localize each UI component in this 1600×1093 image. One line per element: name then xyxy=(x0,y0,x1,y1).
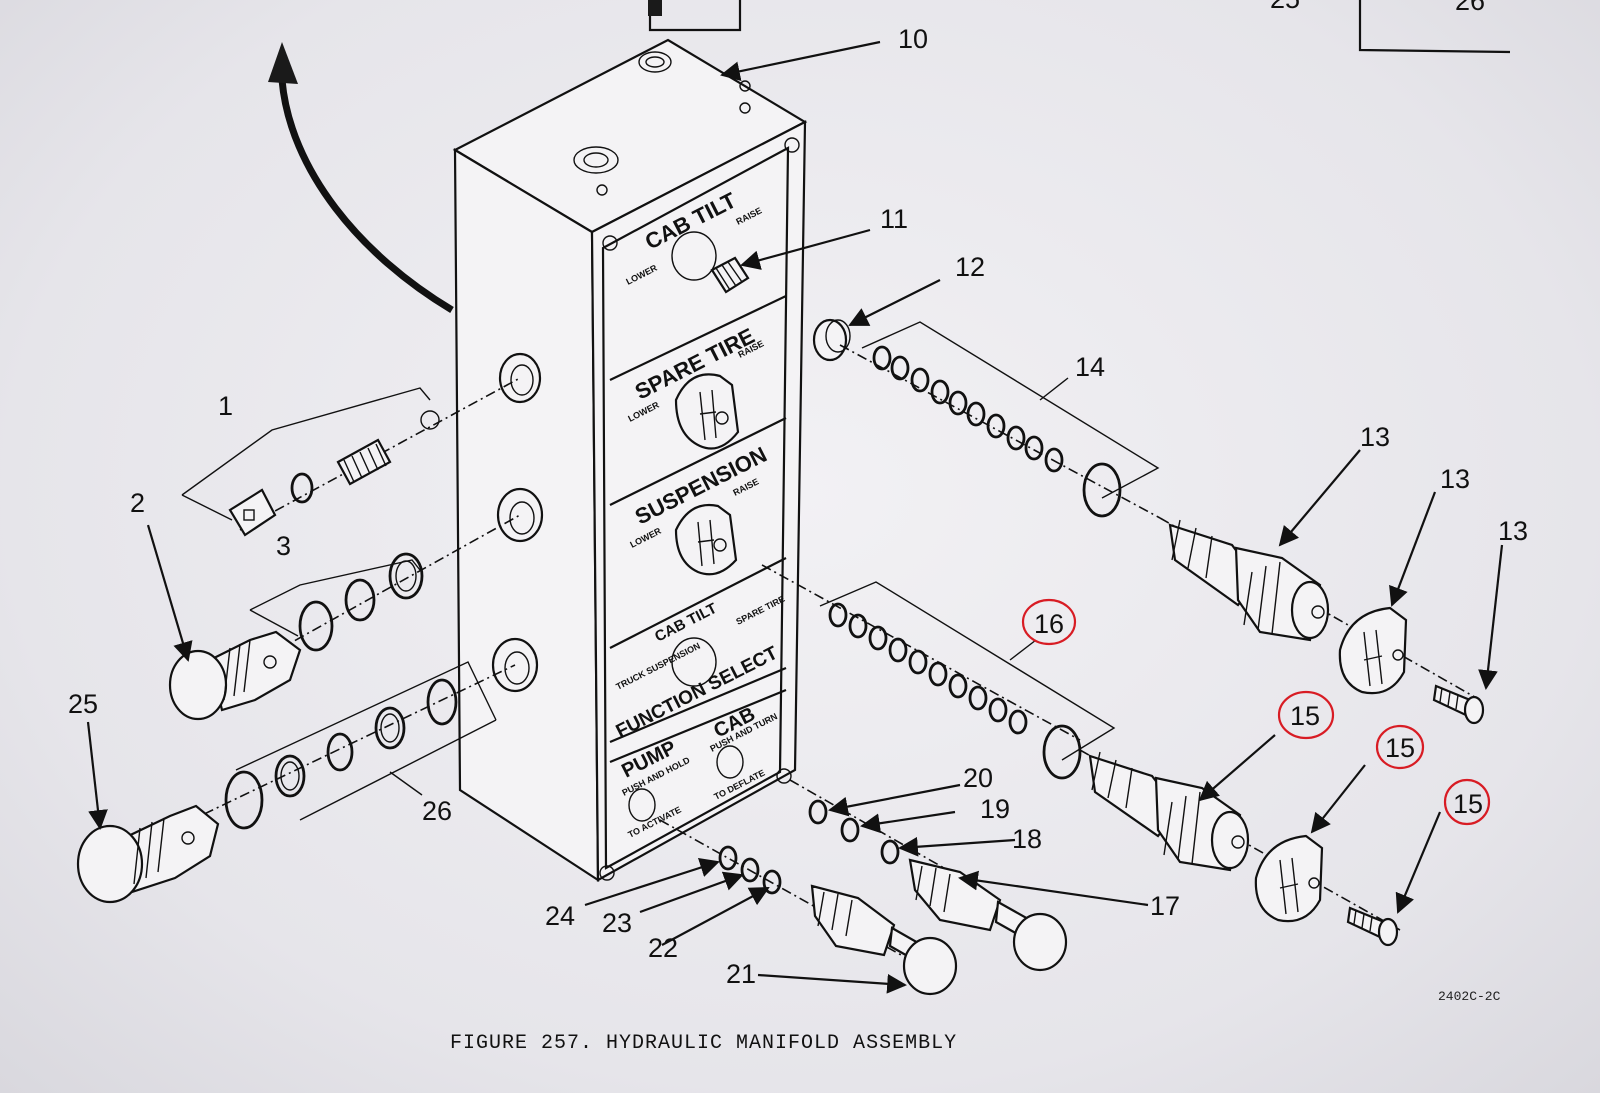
suspension-knob xyxy=(674,503,738,576)
callout-22: 22 xyxy=(648,933,678,963)
callout-13-c: 13 xyxy=(1498,516,1528,546)
callout-23: 23 xyxy=(602,908,632,938)
item-11-fitting xyxy=(710,256,750,294)
item-15-knob xyxy=(1254,834,1324,923)
callout-25-top: 25 xyxy=(1270,0,1300,14)
callout-16: 16 xyxy=(1034,609,1064,639)
callout-19: 19 xyxy=(980,794,1010,824)
red-highlight-circles xyxy=(1021,598,1491,826)
callout-26: 26 xyxy=(422,796,452,826)
callout-14: 14 xyxy=(1075,352,1105,382)
item-14-seal-kit xyxy=(839,321,1161,519)
callout-20: 20 xyxy=(963,763,993,793)
callout-numbers: 10 11 12 14 13 13 13 16 15 15 15 20 19 1… xyxy=(68,24,1528,989)
cab-button-hole xyxy=(716,745,744,779)
callout-2: 2 xyxy=(130,488,145,518)
spare-tire-knob xyxy=(674,373,740,450)
leader-lines xyxy=(86,40,1504,994)
callout-21: 21 xyxy=(726,959,756,989)
callout-12: 12 xyxy=(955,252,985,282)
callout-17: 17 xyxy=(1150,891,1180,921)
drawing-number: 2402C-2C xyxy=(1438,989,1501,1004)
callout-24: 24 xyxy=(545,901,575,931)
callout-3: 3 xyxy=(276,531,291,561)
cab-tilt-knob-hole xyxy=(671,231,717,281)
item-12-plug xyxy=(812,318,851,362)
highlight-callout-15-c xyxy=(1443,778,1491,826)
item-2-3-plug-seals xyxy=(168,514,521,721)
callout-15-a: 15 xyxy=(1290,701,1320,731)
item-13-screw xyxy=(1432,684,1485,725)
callout-25: 25 xyxy=(68,689,98,719)
item-13-knob xyxy=(1338,606,1408,695)
callout-13-a: 13 xyxy=(1360,422,1390,452)
item-25-26-plug-seals xyxy=(76,661,516,904)
item-15-screw xyxy=(1346,906,1399,947)
callout-18: 18 xyxy=(1012,824,1042,854)
item-1-check-valve-kit xyxy=(181,377,521,537)
items-21-24-cab-valve xyxy=(659,819,958,996)
callout-13-b: 13 xyxy=(1440,464,1470,494)
callout-26-top: 26 xyxy=(1455,0,1485,16)
highlight-callout-15-b xyxy=(1375,724,1425,770)
figure-caption: FIGURE 257. HYDRAULIC MANIFOLD ASSEMBLY xyxy=(450,1032,957,1055)
callout-1: 1 xyxy=(218,391,233,421)
highlight-callout-15-a xyxy=(1277,690,1335,740)
callout-15-c: 15 xyxy=(1453,789,1483,819)
callout-10: 10 xyxy=(898,24,928,54)
item-16-seal-kit xyxy=(761,564,1116,780)
item-13-valve-cartridge xyxy=(1159,517,1481,701)
callout-11: 11 xyxy=(880,204,908,234)
pump-button-hole xyxy=(628,788,656,822)
items-17-20-pump-valve xyxy=(789,779,1068,972)
cropped-frame-top-right: 25 26 xyxy=(648,0,1511,54)
callout-15-b: 15 xyxy=(1385,733,1415,763)
rotation-arrow xyxy=(268,42,454,314)
manifold-body xyxy=(452,0,808,883)
function-select-knob-hole xyxy=(671,637,717,687)
highlight-callout-16 xyxy=(1021,598,1077,646)
